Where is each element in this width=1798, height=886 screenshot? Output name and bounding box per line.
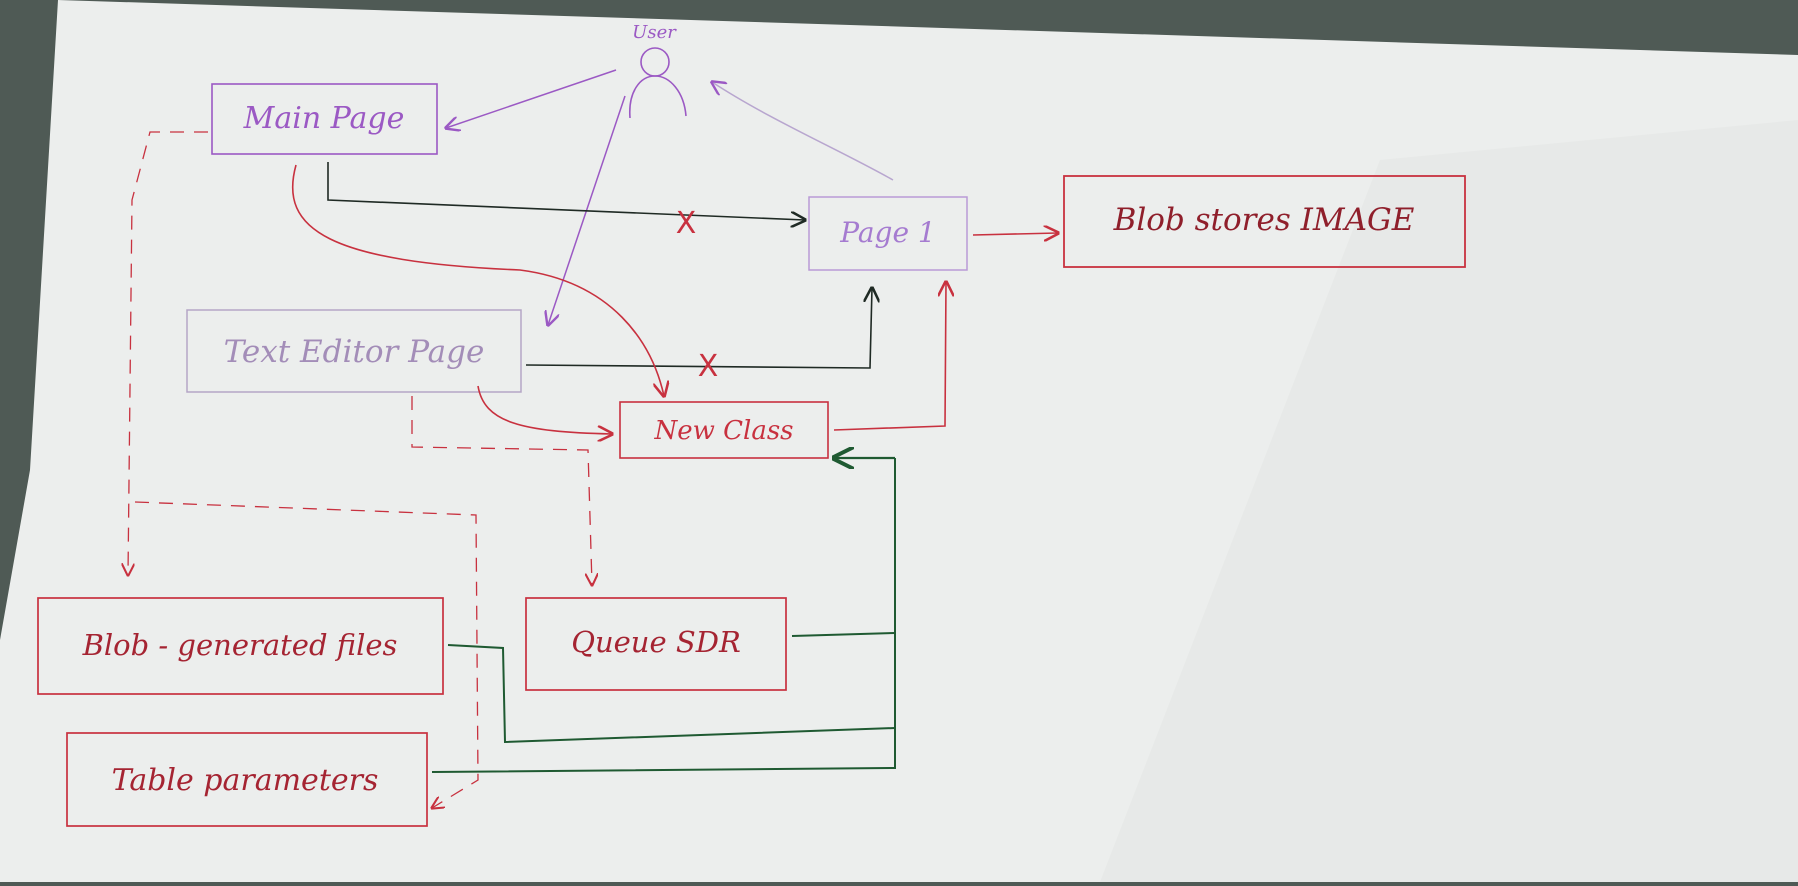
node-main-page: Main Page [211, 83, 438, 155]
node-label: Queue SDR [571, 625, 741, 659]
node-table-parameters: Table parameters [66, 732, 428, 827]
arrow-text-editor-to-new-class [477, 385, 612, 434]
node-label: Table parameters [112, 763, 379, 798]
actor-user: User [629, 22, 687, 119]
arrow-user-to-main-page [446, 69, 617, 128]
green-line-queue-sdr [791, 632, 896, 637]
arrow-new-class-to-page1 [833, 282, 946, 431]
node-label: Page 1 [839, 216, 935, 249]
node-blob-image: Blob stores IMAGE [1063, 175, 1466, 268]
node-blob-generated-files: Blob - generated files [37, 597, 444, 695]
node-new-class: New Class [619, 401, 829, 459]
dashed-to-table-parameters [134, 501, 479, 808]
actor-label: User [632, 22, 677, 43]
node-label: Main Page [243, 101, 405, 136]
arrow-main-to-page1 [327, 162, 805, 220]
node-label: Text Editor Page [224, 334, 485, 370]
node-text-editor-page: Text Editor Page [186, 309, 522, 393]
box-border [1063, 175, 1466, 268]
paper-shadow [1100, 120, 1798, 882]
cross-marker-text-editor-to-page1: X [698, 349, 719, 384]
node-label: New Class [653, 416, 793, 446]
dashed-text-editor-to-queue [411, 396, 592, 585]
node-page-1: Page 1 [808, 196, 968, 271]
node-label: Blob stores IMAGE [1113, 202, 1415, 238]
arrow-text-editor-to-page1 [525, 288, 872, 369]
dashed-main-to-blob-generated [128, 131, 208, 575]
actor-body [629, 75, 687, 119]
node-label: Blob - generated files [82, 628, 398, 662]
arrow-page1-to-user [712, 82, 894, 181]
box-border [619, 401, 829, 459]
box-border [186, 309, 522, 393]
box-border [66, 732, 428, 827]
green-line-blob-generated [447, 644, 896, 744]
cross-marker-main-to-page1: X [676, 206, 697, 241]
box-border [37, 597, 444, 695]
box-border [808, 196, 968, 271]
node-queue-sdr: Queue SDR [525, 597, 787, 691]
box-border [525, 597, 787, 691]
box-border [211, 83, 438, 155]
green-line-table-parameters [431, 458, 896, 773]
arrow-page1-to-blob-image [972, 233, 1058, 235]
arrow-main-to-new-class [291, 164, 664, 396]
